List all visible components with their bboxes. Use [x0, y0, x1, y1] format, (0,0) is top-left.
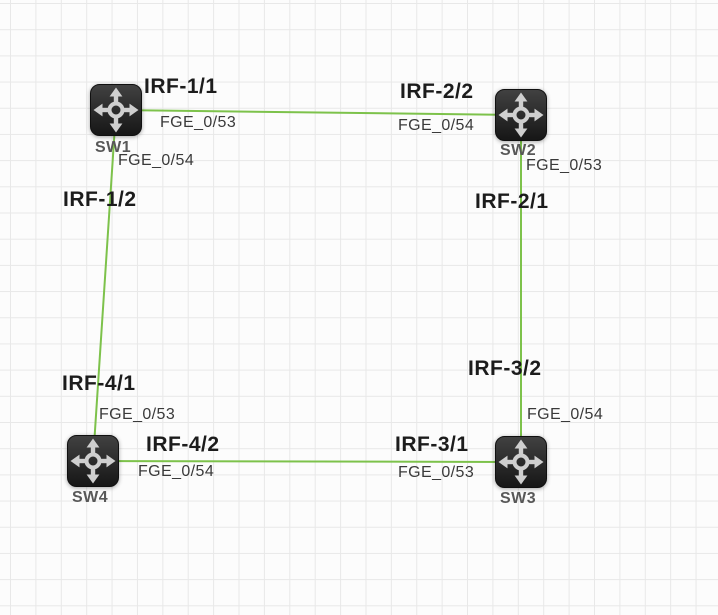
node-label-sw3[interactable]: SW3 — [500, 490, 537, 507]
link-sw1-sw4[interactable] — [92, 109, 117, 462]
node-sw2[interactable] — [495, 89, 547, 141]
node-label-sw1[interactable]: SW1 — [95, 139, 132, 156]
port-label-sw4-fge-0-54[interactable]: FGE_0/54 — [138, 463, 215, 480]
multilayer-switch-icon — [67, 435, 119, 487]
link-label-irf-2-1[interactable]: IRF-2/1 — [475, 190, 549, 213]
link-label-irf-1-2[interactable]: IRF-1/2 — [63, 188, 137, 211]
link-sw4-sw3[interactable] — [92, 460, 522, 463]
multilayer-switch-icon — [495, 89, 547, 141]
port-label-sw3-fge-0-54[interactable]: FGE_0/54 — [527, 406, 604, 423]
link-sw1-sw2[interactable] — [115, 109, 522, 116]
link-label-irf-1-1[interactable]: IRF-1/1 — [144, 75, 218, 98]
link-label-irf-3-2[interactable]: IRF-3/2 — [468, 357, 542, 380]
multilayer-switch-icon — [495, 436, 547, 488]
link-label-irf-3-1[interactable]: IRF-3/1 — [395, 433, 469, 456]
node-label-sw4[interactable]: SW4 — [72, 489, 109, 506]
port-label-sw1-fge-0-53[interactable]: FGE_0/53 — [160, 114, 237, 131]
node-sw3[interactable] — [495, 436, 547, 488]
port-label-sw2-fge-0-53[interactable]: FGE_0/53 — [526, 157, 603, 174]
link-label-irf-4-1[interactable]: IRF-4/1 — [62, 372, 136, 395]
port-label-sw2-fge-0-54[interactable]: FGE_0/54 — [398, 117, 475, 134]
multilayer-switch-icon — [90, 84, 142, 136]
port-label-sw3-fge-0-53[interactable]: FGE_0/53 — [398, 464, 475, 481]
port-label-sw1-fge-0-54[interactable]: FGE_0/54 — [118, 152, 195, 169]
link-label-irf-2-2[interactable]: IRF-2/2 — [400, 80, 474, 103]
node-label-sw2[interactable]: SW2 — [500, 142, 537, 159]
node-sw4[interactable] — [67, 435, 119, 487]
node-sw1[interactable] — [90, 84, 142, 136]
port-label-sw4-fge-0-53[interactable]: FGE_0/53 — [99, 406, 176, 423]
link-label-irf-4-2[interactable]: IRF-4/2 — [146, 433, 220, 456]
